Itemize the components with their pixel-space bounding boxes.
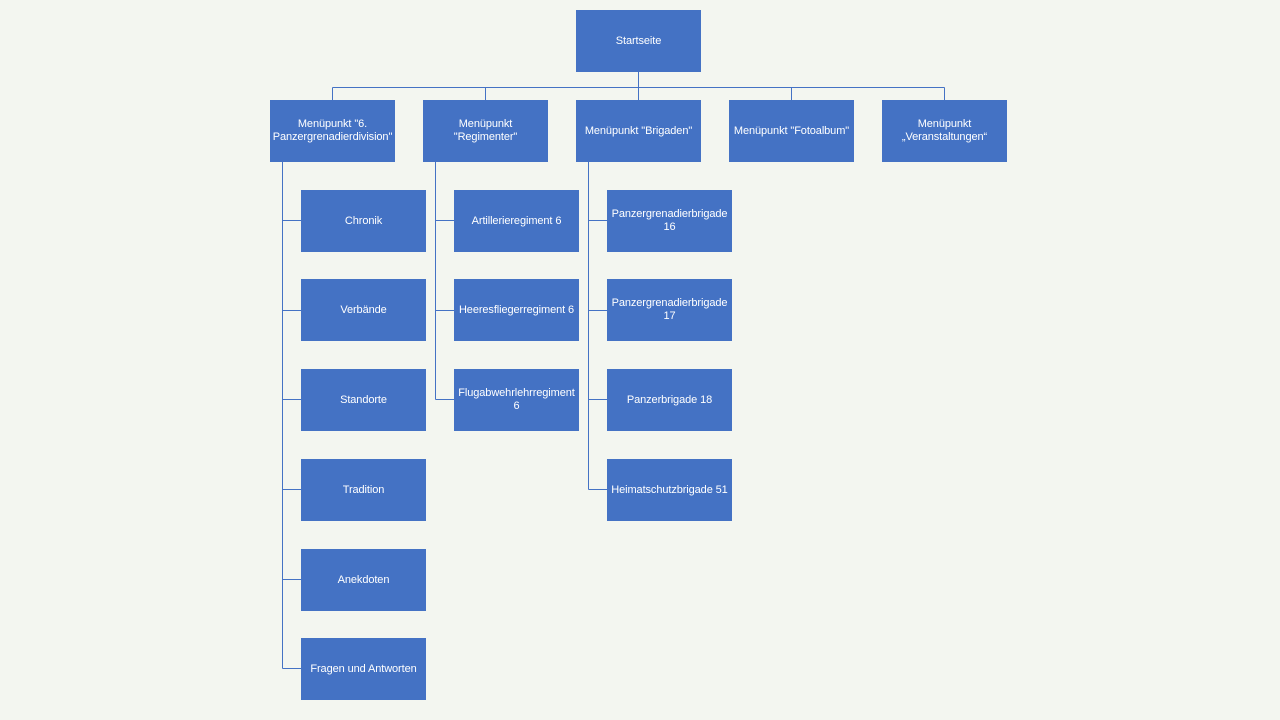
node-panzergrenadierbrigade-17: Panzergrenadierbrigade 17	[607, 279, 732, 341]
node-menu-veranstaltungen: Menüpunkt „Veranstaltungen“	[882, 100, 1007, 162]
node-panzergrenadierbrigade-16: Panzergrenadierbrigade 16	[607, 190, 732, 252]
node-anekdoten: Anekdoten	[301, 549, 426, 611]
node-artillerieregiment: Artillerieregiment 6	[454, 190, 579, 252]
node-heimatschutzbrigade-51: Heimatschutzbrigade 51	[607, 459, 732, 521]
node-menu-division: Menüpunkt "6. Panzergrenadierdivision"	[270, 100, 395, 162]
node-fragen-und-antworten: Fragen und Antworten	[301, 638, 426, 700]
node-menu-fotoalbum: Menüpunkt "Fotoalbum"	[729, 100, 854, 162]
node-panzerbrigade-18: Panzerbrigade 18	[607, 369, 732, 431]
node-heeresfliegerregiment: Heeresfliegerregiment 6	[454, 279, 579, 341]
node-menu-brigaden: Menüpunkt "Brigaden"	[576, 100, 701, 162]
node-menu-regimenter: Menüpunkt "Regimenter"	[423, 100, 548, 162]
node-standorte: Standorte	[301, 369, 426, 431]
node-flugabwehrlehrregiment: Flugabwehrlehrregiment 6	[454, 369, 579, 431]
node-verbaende: Verbände	[301, 279, 426, 341]
node-tradition: Tradition	[301, 459, 426, 521]
node-startseite: Startseite	[576, 10, 701, 72]
node-chronik: Chronik	[301, 190, 426, 252]
